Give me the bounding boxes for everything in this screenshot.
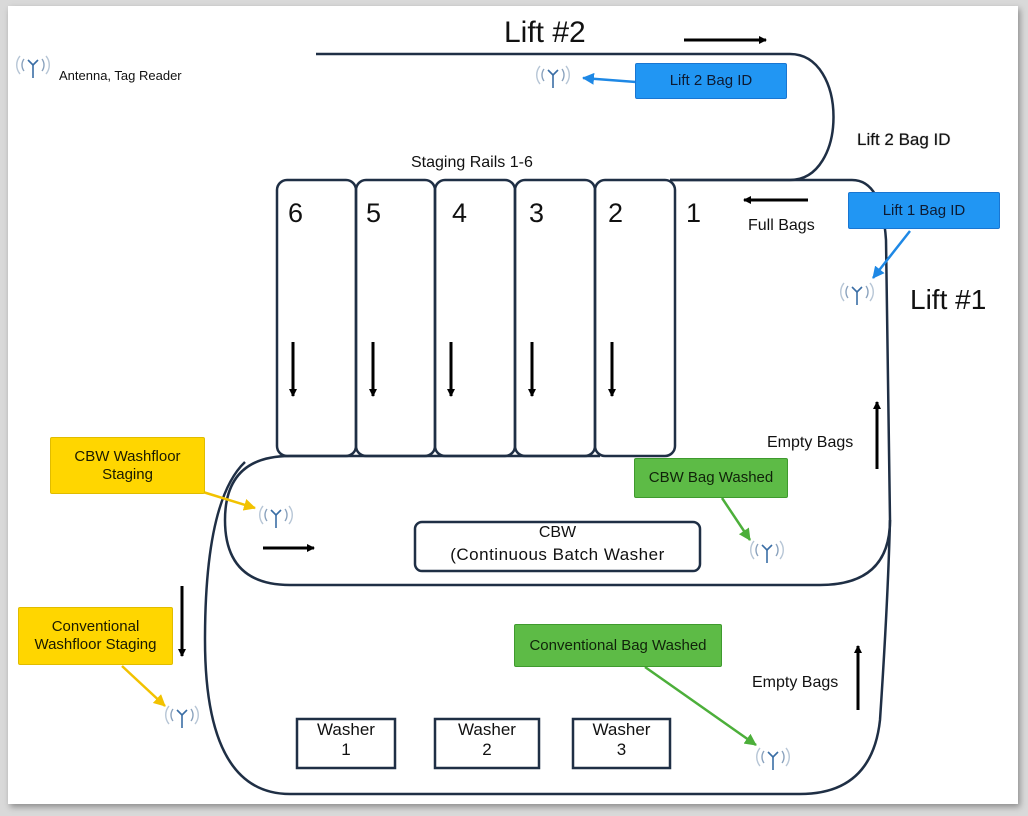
washer-number: 1 (341, 740, 351, 759)
lift2-title: Lift #2 (504, 16, 586, 49)
antenna-icon (749, 540, 785, 564)
cbw-label: CBW (538, 524, 577, 541)
empty-bags-lower-label: Empty Bags (752, 674, 839, 691)
lift2-bag-id-text: Lift 2 Bag ID (857, 130, 951, 149)
legend-label: Antenna, Tag Reader (59, 68, 182, 83)
rail-number: 6 (288, 198, 304, 228)
antenna-icon (15, 55, 51, 79)
rail-4 (433, 178, 517, 458)
flow-diagram (15, 36, 911, 796)
conventional-washfloor-staging-callout: Conventional Washfloor Staging (18, 607, 173, 665)
rail-number: 3 (529, 198, 545, 228)
washer-3-label: Washer 3 (573, 720, 670, 760)
antenna-icon (839, 282, 875, 306)
rail-3 (513, 178, 597, 458)
empty-bags-upper-label: Empty Bags (767, 434, 854, 451)
cbw-washed-arrow (720, 497, 752, 541)
lift1-bag-id-callout: Lift 1 Bag ID (848, 192, 1000, 229)
washer-name: Washer (458, 720, 516, 739)
lift2-bag-id-callout: Lift 2 Bag ID (635, 63, 787, 99)
antenna-icon (258, 505, 294, 529)
lift2-id-arrow (582, 72, 637, 85)
antenna-icon (755, 747, 791, 771)
cbw-washfloor-staging-callout: CBW Washfloor Staging (50, 437, 205, 494)
conventional-washed-arrow (644, 665, 757, 747)
lift2-track (316, 52, 835, 182)
diagram-frame: Antenna, Tag Reader Lift #2 Lift #1 Stag… (8, 6, 1018, 804)
washer-number: 3 (616, 740, 627, 759)
rail-2 (593, 178, 677, 458)
lift1-id-arrow (872, 230, 911, 279)
rail-number: 4 (452, 198, 468, 228)
washer-3-box (571, 717, 672, 770)
full-bags-label: Full Bags (748, 217, 815, 234)
antenna-icon (164, 705, 200, 729)
conventional-staging-arrow (121, 665, 166, 707)
lift1-title: Lift #1 (910, 284, 987, 315)
cbw-full-name: (Continuous Batch Washer (450, 545, 665, 564)
conventional-loop (203, 461, 892, 796)
washer-2-label: Washer 2 (435, 720, 539, 760)
cbw-bag-washed-callout: CBW Bag Washed (634, 458, 788, 498)
rail-number: 2 (608, 198, 624, 228)
washer-name: Washer (317, 720, 375, 739)
washer-1-label: Washer 1 (297, 720, 395, 760)
cbw-staging-arrow (202, 490, 256, 511)
rail-number: 5 (366, 198, 382, 228)
antenna-icon (535, 65, 571, 89)
washer-1-box (295, 717, 397, 770)
washer-name: Washer (592, 720, 651, 739)
cbw-box (413, 520, 702, 573)
conventional-bag-washed-callout: Conventional Bag Washed (514, 624, 722, 667)
washer-2-box (433, 717, 541, 770)
rail-number: 1 (686, 198, 702, 228)
washer-number: 2 (482, 740, 492, 759)
staging-title: Staging Rails 1-6 (411, 154, 533, 171)
